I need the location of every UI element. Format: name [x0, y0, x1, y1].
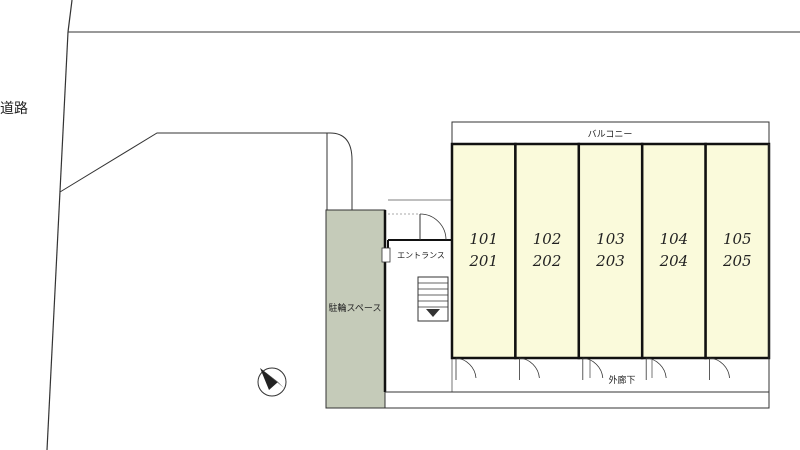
unit-number-first-floor: 104	[660, 230, 689, 248]
road-edge-top	[67, 0, 73, 33]
unit-number-second-floor: 204	[659, 252, 689, 270]
mailbox-icon	[381, 247, 391, 263]
unit-104	[640, 142, 707, 360]
bicycle-parking-label: 駐輪スペース	[329, 302, 382, 314]
driveway-outline	[59, 132, 353, 210]
door-swing-icon	[455, 357, 477, 380]
unit-number-second-floor: 202	[532, 252, 562, 270]
compass-north-icon	[257, 367, 287, 397]
unit-number-first-floor: 103	[596, 230, 625, 248]
door-swing-icon	[519, 357, 540, 380]
door-swing-icon	[645, 357, 667, 380]
road-label: 道路	[0, 101, 28, 117]
unit-number-second-floor: 205	[722, 252, 752, 270]
site-boundary-left	[46, 31, 69, 450]
unit-number-second-floor: 201	[468, 252, 498, 270]
unit-105	[704, 142, 771, 360]
stairs-icon	[417, 276, 449, 322]
units-group: 101 201 102 202 103 203 104 204 105 205	[450, 142, 771, 380]
unit-103	[577, 142, 644, 360]
outer-corridor-outline	[326, 391, 770, 409]
unit-number-first-floor: 105	[723, 230, 752, 248]
door-swing-icon	[709, 357, 730, 380]
unit-number-first-floor: 101	[469, 230, 498, 248]
outer-corridor-label: 外廊下	[608, 374, 635, 386]
bicycle-parking-area	[325, 209, 386, 409]
balcony-label: バルコニー	[588, 129, 633, 140]
unit-number-first-floor: 102	[533, 230, 562, 248]
unit-102	[514, 142, 581, 360]
door-swing-icon	[388, 213, 447, 241]
unit-101	[450, 142, 517, 360]
entrance-label: エントランス	[397, 251, 445, 260]
unit-number-second-floor: 203	[595, 252, 625, 270]
door-swing-icon	[582, 357, 604, 380]
